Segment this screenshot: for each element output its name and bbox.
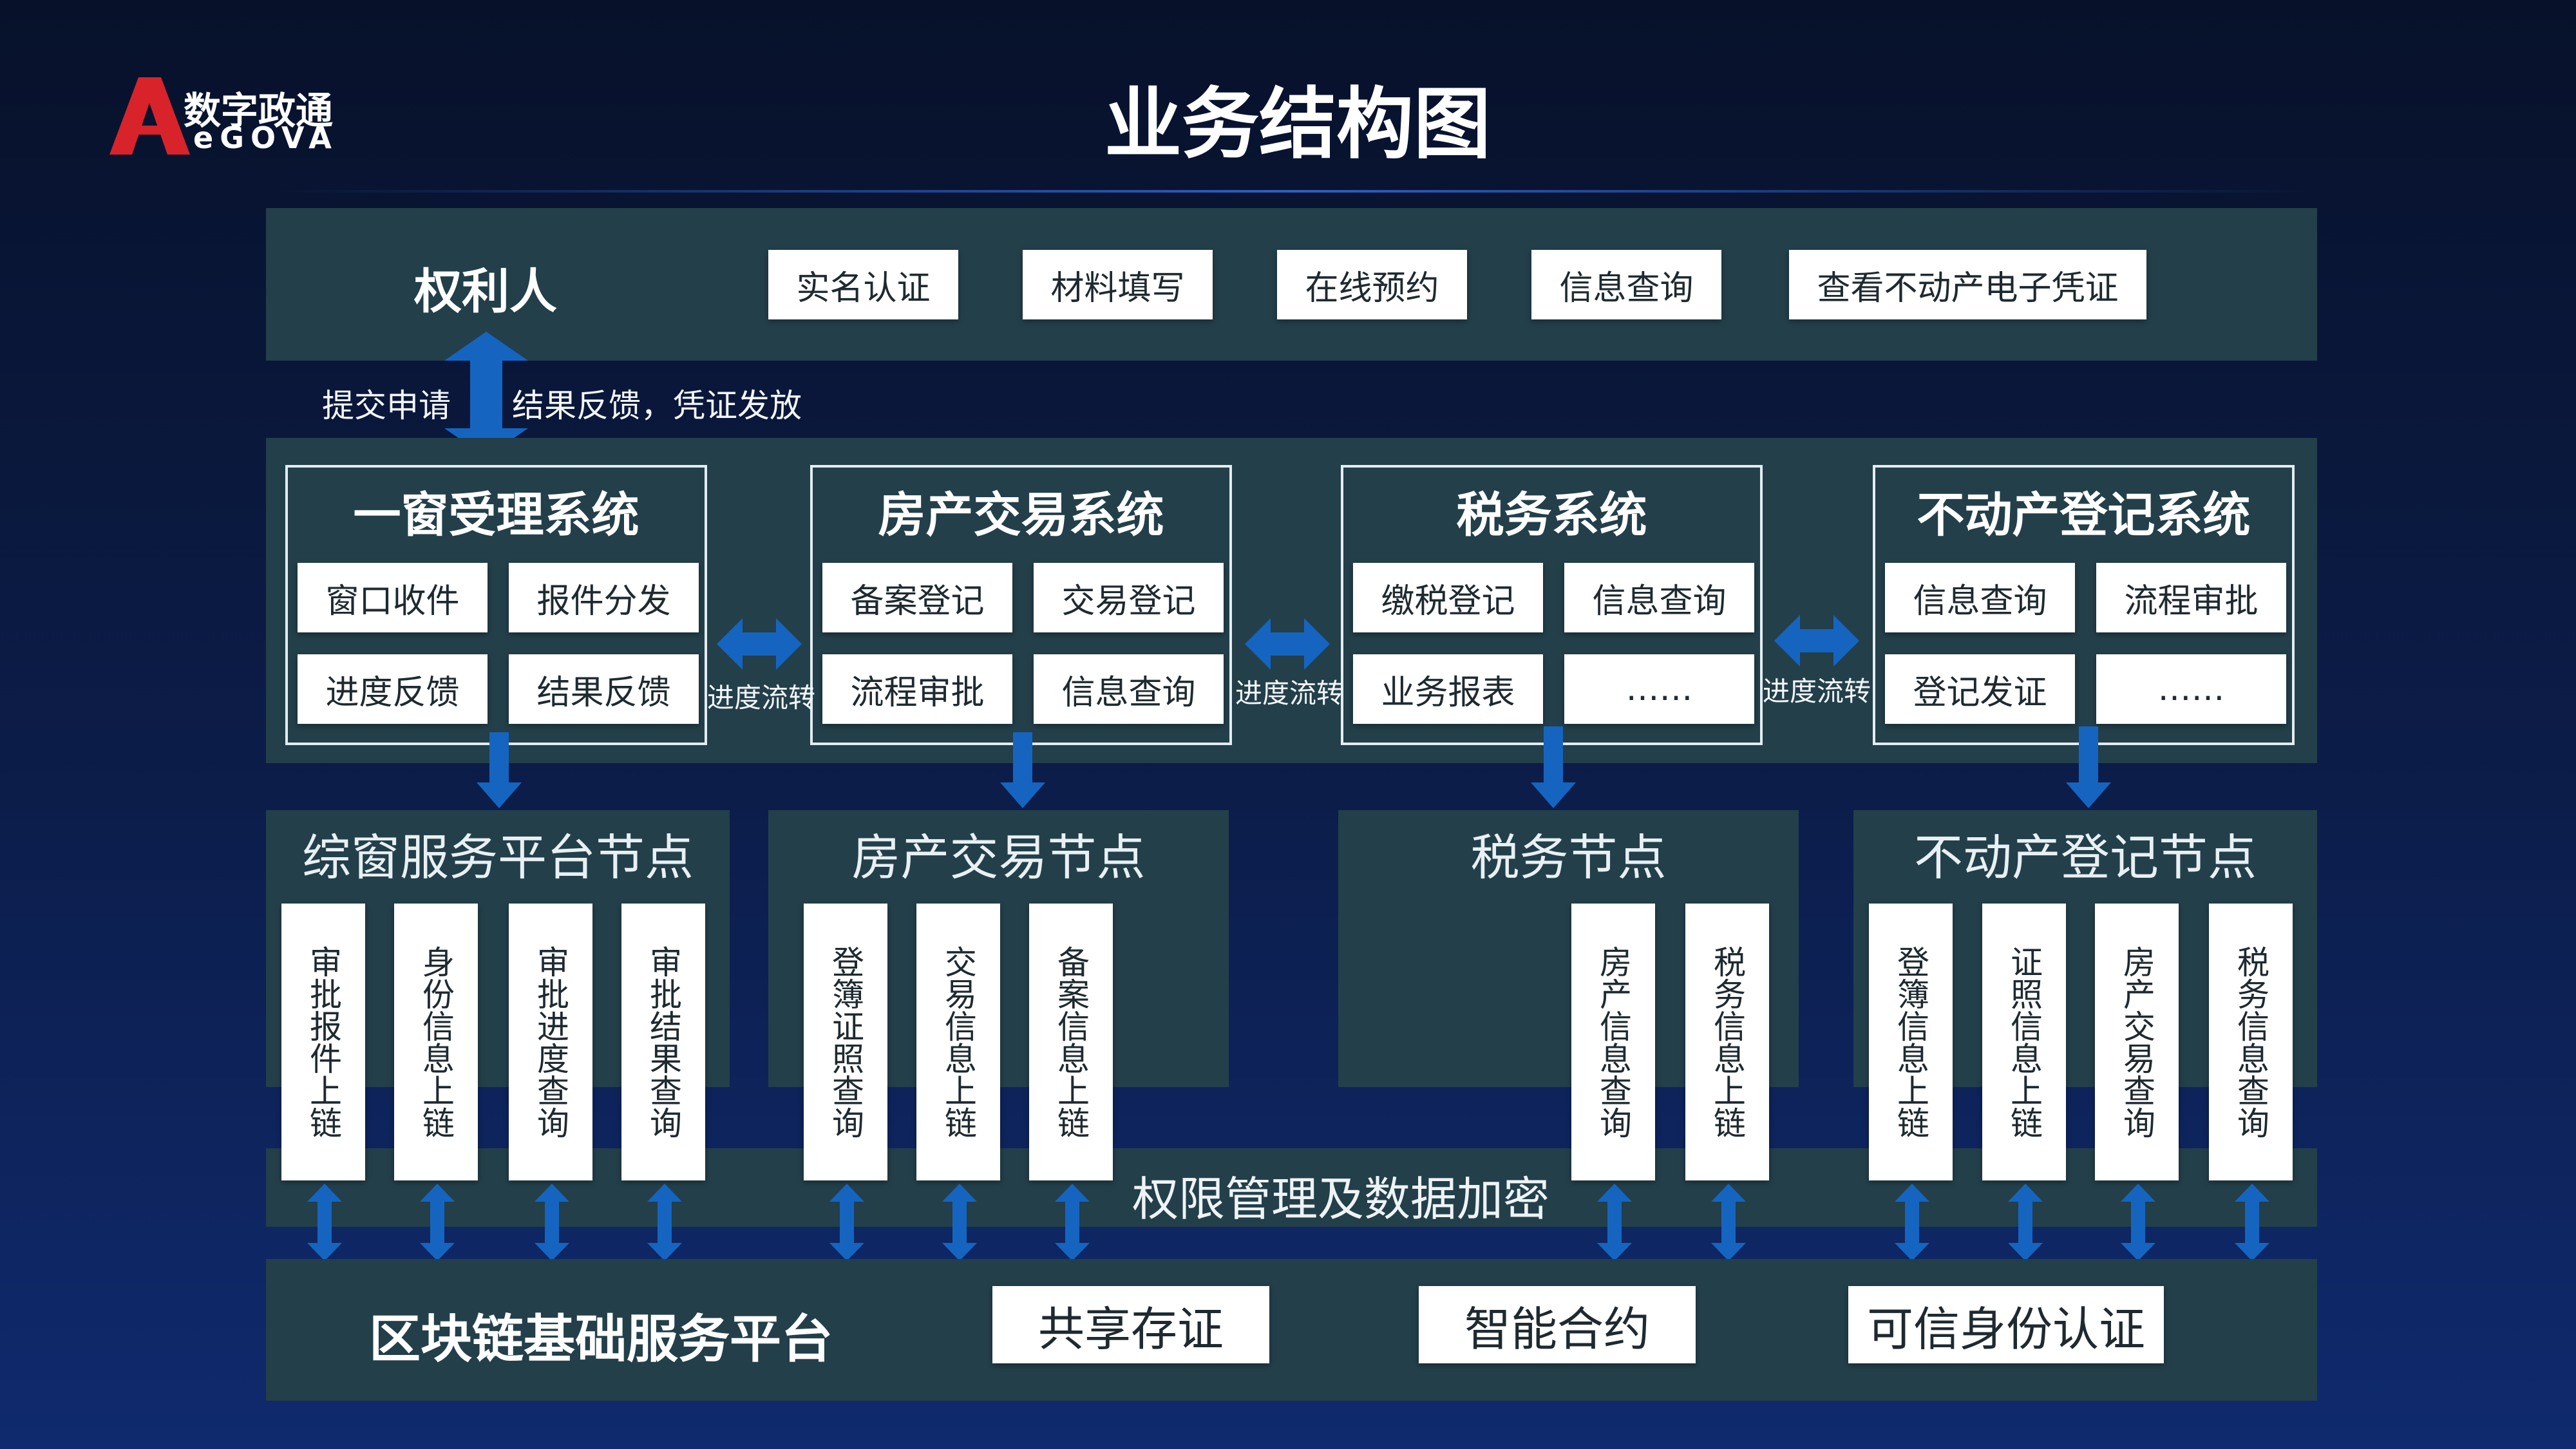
logo-mark-icon bbox=[109, 77, 190, 155]
info-query-button[interactable]: 信息查询 bbox=[1531, 250, 1721, 319]
real-name-auth-button[interactable]: 实名认证 bbox=[768, 250, 958, 319]
node-title: 不动产登记节点 bbox=[1914, 829, 2257, 886]
system-title: 税务系统 bbox=[1456, 488, 1647, 543]
node-title: 综窗服务平台节点 bbox=[302, 829, 694, 886]
progress-label: 进度流转 bbox=[707, 682, 816, 714]
system-title: 房产交易系统 bbox=[878, 488, 1164, 543]
node-column[interactable]: 税务信息上链 bbox=[1685, 904, 1769, 1180]
logo-text-cn: 数字政通 bbox=[184, 89, 334, 133]
node-column[interactable]: 审批进度查询 bbox=[509, 904, 592, 1180]
node-column[interactable]: 房产交易查询 bbox=[2095, 904, 2179, 1180]
rights-holder-title: 权利人 bbox=[414, 264, 557, 319]
system-item[interactable]: 进度反馈 bbox=[298, 654, 488, 724]
updown-arrow-icon bbox=[535, 1184, 569, 1261]
system-item[interactable]: 流程审批 bbox=[2096, 563, 2286, 632]
system-title: 一窗受理系统 bbox=[353, 488, 639, 543]
progress-arrow-icon bbox=[717, 618, 802, 670]
updown-arrow-icon bbox=[1055, 1184, 1090, 1261]
permission-bar: 权限管理及数据加密 bbox=[266, 1148, 2317, 1227]
system-tax: 税务系统 缴税登记 信息查询 业务报表 …… bbox=[1341, 465, 1763, 745]
down-arrow-icon bbox=[477, 732, 522, 808]
system-real-estate-registry: 不动产登记系统 信息查询 流程审批 登记发证 …… bbox=[1873, 465, 2295, 745]
node-column[interactable]: 登簿信息上链 bbox=[1869, 904, 1953, 1180]
updown-arrow-icon bbox=[647, 1184, 682, 1261]
system-item[interactable]: 备案登记 bbox=[822, 563, 1012, 632]
node-title: 税务节点 bbox=[1470, 829, 1667, 886]
smart-contract-button[interactable]: 智能合约 bbox=[1419, 1286, 1696, 1363]
blockchain-panel: 区块链基础服务平台 共享存证 智能合约 可信身份认证 bbox=[266, 1259, 2317, 1401]
node-column[interactable]: 税务信息查询 bbox=[2209, 904, 2293, 1180]
permission-bar-label: 权限管理及数据加密 bbox=[1132, 1172, 1550, 1226]
system-item[interactable]: 结果反馈 bbox=[509, 654, 699, 724]
updown-arrow-icon bbox=[942, 1184, 977, 1261]
system-item[interactable]: 信息查询 bbox=[1885, 563, 2075, 632]
logo: 数字政通 eGOVA bbox=[103, 74, 374, 158]
updown-arrow-icon bbox=[1895, 1184, 1929, 1261]
blockchain-title: 区块链基础服务平台 bbox=[369, 1309, 833, 1369]
node-column[interactable]: 登簿证照查询 bbox=[804, 904, 887, 1180]
progress-arrow-icon bbox=[1774, 615, 1859, 667]
updown-arrow-icon bbox=[420, 1184, 455, 1261]
updown-arrow-icon bbox=[2235, 1184, 2269, 1261]
node-column[interactable]: 审批报件上链 bbox=[281, 904, 365, 1180]
view-certificate-button[interactable]: 查看不动产电子凭证 bbox=[1789, 250, 2146, 319]
system-item[interactable]: 信息查询 bbox=[1564, 563, 1754, 632]
system-house-trade: 房产交易系统 备案登记 交易登记 流程审批 信息查询 bbox=[810, 465, 1232, 745]
node-column[interactable]: 房产信息查询 bbox=[1571, 904, 1655, 1180]
trusted-identity-button[interactable]: 可信身份认证 bbox=[1848, 1286, 2164, 1363]
logo-text-en: eGOVA bbox=[193, 120, 338, 155]
system-item[interactable]: 信息查询 bbox=[1034, 654, 1224, 724]
node-column[interactable]: 身份信息上链 bbox=[394, 904, 478, 1180]
submit-feedback-arrow-icon bbox=[444, 332, 528, 457]
system-item[interactable]: 流程审批 bbox=[822, 654, 1012, 724]
material-fill-button[interactable]: 材料填写 bbox=[1023, 250, 1213, 319]
system-item[interactable]: 窗口收件 bbox=[298, 563, 488, 632]
feedback-label: 结果反馈，凭证发放 bbox=[512, 387, 802, 424]
updown-arrow-icon bbox=[307, 1184, 342, 1261]
system-title: 不动产登记系统 bbox=[1917, 488, 2251, 543]
progress-label: 进度流转 bbox=[1763, 676, 1871, 707]
submit-label: 提交申请 bbox=[322, 387, 451, 424]
system-one-window: 一窗受理系统 窗口收件 报件分发 进度反馈 结果反馈 bbox=[285, 465, 707, 745]
node-column[interactable]: 证照信息上链 bbox=[1982, 904, 2066, 1180]
progress-label: 进度流转 bbox=[1235, 677, 1344, 709]
progress-arrow-icon bbox=[1245, 618, 1330, 670]
title-divider bbox=[270, 190, 2318, 193]
updown-arrow-icon bbox=[2008, 1184, 2043, 1261]
node-column[interactable]: 交易信息上链 bbox=[916, 904, 1000, 1180]
node-title: 房产交易节点 bbox=[851, 829, 1146, 886]
system-item[interactable]: 交易登记 bbox=[1034, 563, 1224, 632]
system-item[interactable]: 登记发证 bbox=[1885, 654, 2075, 724]
node-column[interactable]: 备案信息上链 bbox=[1029, 904, 1113, 1180]
updown-arrow-icon bbox=[1597, 1184, 1632, 1261]
system-item[interactable]: …… bbox=[2096, 654, 2286, 724]
down-arrow-icon bbox=[1000, 732, 1045, 808]
updown-arrow-icon bbox=[829, 1184, 864, 1261]
node-column[interactable]: 审批结果查询 bbox=[621, 904, 705, 1180]
online-booking-button[interactable]: 在线预约 bbox=[1277, 250, 1467, 319]
system-item[interactable]: …… bbox=[1564, 654, 1754, 724]
system-item[interactable]: 报件分发 bbox=[509, 563, 699, 632]
updown-arrow-icon bbox=[1711, 1184, 1746, 1261]
rights-holder-panel: 权利人 实名认证 材料填写 在线预约 信息查询 查看不动产电子凭证 bbox=[266, 208, 2317, 361]
updown-arrow-icon bbox=[2121, 1184, 2155, 1261]
shared-evidence-button[interactable]: 共享存证 bbox=[992, 1286, 1269, 1363]
down-arrow-icon bbox=[2066, 726, 2111, 808]
down-arrow-icon bbox=[1531, 726, 1576, 808]
system-item[interactable]: 业务报表 bbox=[1353, 654, 1543, 724]
page-title: 业务结构图 bbox=[1104, 80, 1491, 169]
system-item[interactable]: 缴税登记 bbox=[1353, 563, 1543, 632]
